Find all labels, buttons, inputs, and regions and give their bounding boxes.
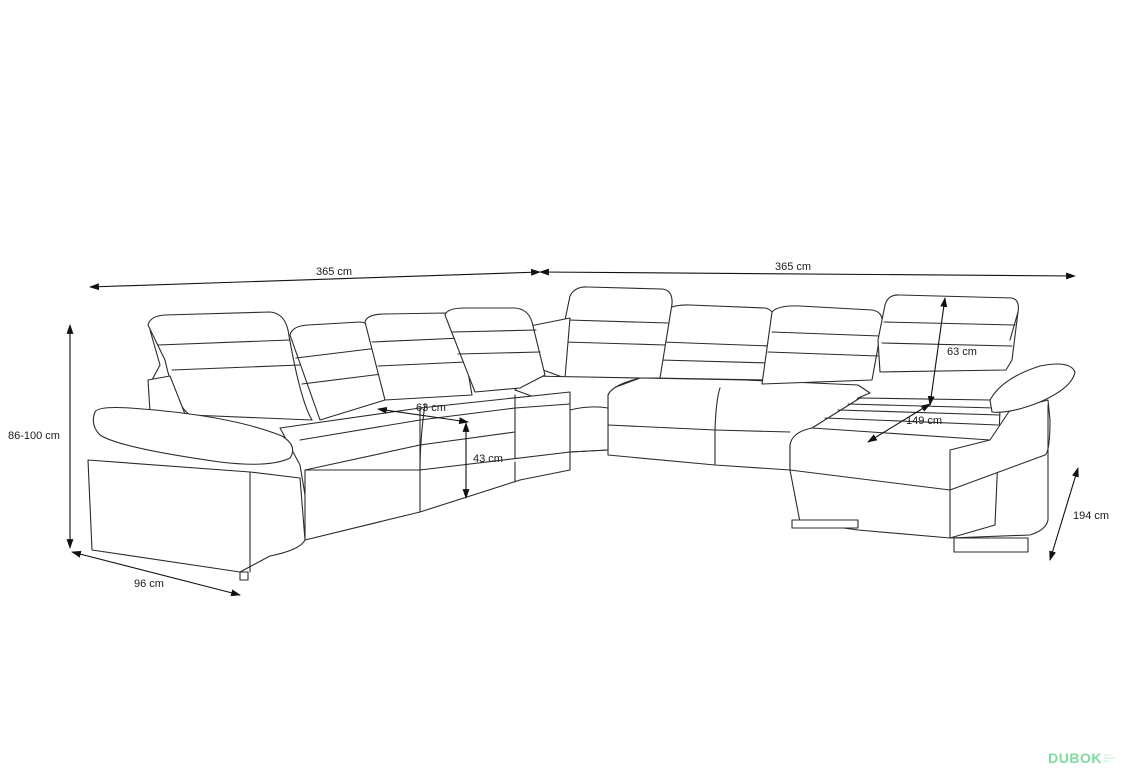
left-headrest [147,311,313,421]
left-backrests [289,307,546,421]
left-base [304,451,571,541]
depth-arrow [71,550,241,597]
height-label: 86-100 cm [8,430,60,442]
ottoman-depth-arrow [1049,467,1079,561]
seat-depth-arrow [377,406,469,425]
width-right-arrow [539,268,1076,280]
ottoman-depth-label: 194 cm [1073,510,1109,522]
left-armrest [87,406,306,581]
corner-headrest [529,286,673,379]
depth-label: 96 cm [134,578,164,590]
watermark-tagline: your furniture shop [1104,753,1116,764]
width-left-arrow [89,268,541,291]
seat-depth-label: 63 cm [416,402,446,414]
right-armrest [989,363,1076,413]
width-right-label: 365 cm [775,261,811,273]
right-headrest [877,294,1019,373]
dimension-lines [66,268,1079,597]
backrest-height-arrow [927,297,948,406]
ottoman-length-arrow [867,403,931,443]
watermark-brand: DUBOK [1048,750,1102,766]
right-backrests [654,304,883,385]
ottoman-length-label: 149 cm [906,415,942,427]
dimension-labels: 365 cm 365 cm 86-100 cm 96 cm 63 cm 43 c… [8,261,1109,590]
width-left-label: 365 cm [316,266,352,278]
backrest-height-label: 63 cm [947,346,977,358]
corner-sofa-drawing [87,286,1076,581]
seat-height-label: 43 cm [473,453,503,465]
